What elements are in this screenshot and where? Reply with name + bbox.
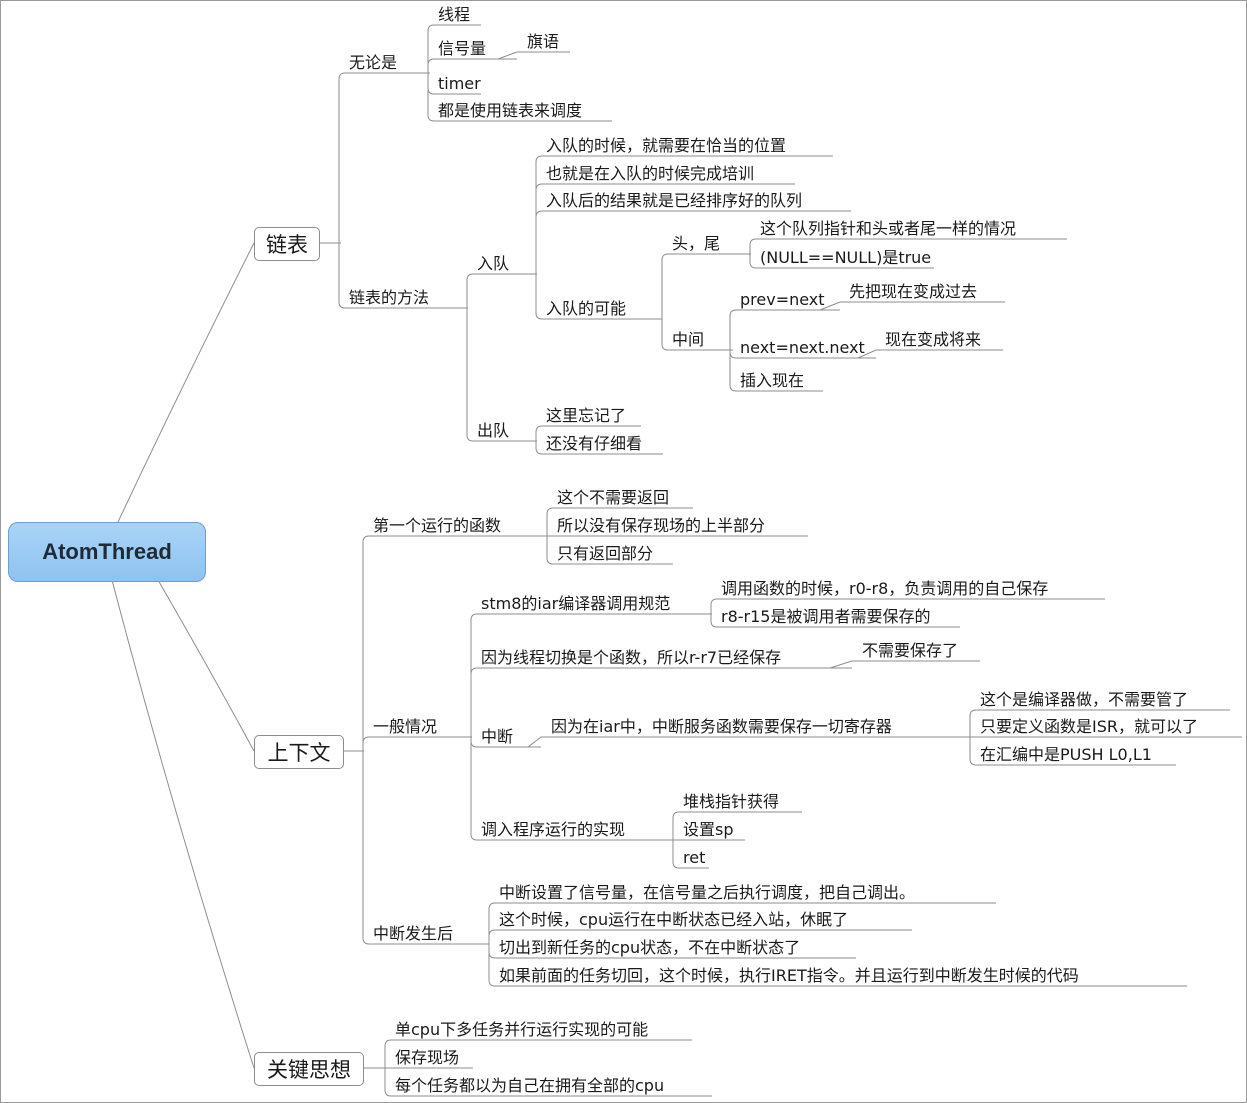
node-dequeue[interactable]: 出队 bbox=[477, 421, 510, 440]
node-dequeue-a[interactable]: 这里忘记了 bbox=[546, 406, 627, 425]
node-enqueue-c[interactable]: 入队后的结果就是已经排序好的队列 bbox=[546, 191, 803, 210]
node-middle[interactable]: 中间 bbox=[672, 330, 705, 349]
node-next-note[interactable]: 现在变成将来 bbox=[885, 330, 982, 349]
node-first-b[interactable]: 所以没有保存现场的上半部分 bbox=[557, 516, 766, 535]
node-load-c[interactable]: ret bbox=[683, 848, 706, 867]
node-load-program[interactable]: 调入程序运行的实现 bbox=[481, 820, 626, 839]
node-dequeue-b[interactable]: 还没有仔细看 bbox=[546, 434, 643, 453]
node-key-a[interactable]: 单cpu下多任务并行运行实现的可能 bbox=[395, 1020, 649, 1039]
node-after-b[interactable]: 这个时候，cpu运行在中断状态已经入站，休眠了 bbox=[499, 910, 849, 929]
node-general-case[interactable]: 一般情况 bbox=[373, 717, 438, 736]
node-timer[interactable]: timer bbox=[438, 74, 481, 93]
node-thread[interactable]: 线程 bbox=[438, 5, 471, 24]
node-list-methods[interactable]: 链表的方法 bbox=[349, 288, 430, 307]
node-enqueue-cases[interactable]: 入队的可能 bbox=[546, 299, 627, 318]
node-stm8-convention[interactable]: stm8的iar编译器调用规范 bbox=[481, 594, 671, 613]
node-key-c[interactable]: 每个任务都以为自己在拥有全部的cpu bbox=[395, 1076, 665, 1095]
node-enqueue[interactable]: 入队 bbox=[477, 254, 510, 273]
node-head-tail-a[interactable]: 这个队列指针和头或者尾一样的情况 bbox=[760, 219, 1017, 238]
node-load-b[interactable]: 设置sp bbox=[683, 820, 734, 839]
node-interrupt-b[interactable]: 只要定义函数是ISR，就可以了 bbox=[980, 717, 1198, 736]
node-after-interrupt[interactable]: 中断发生后 bbox=[373, 924, 454, 943]
node-after-d[interactable]: 如果前面的任务切回，这个时候，执行IRET指令。并且运行到中断发生时候的代码 bbox=[499, 966, 1079, 985]
node-first-a[interactable]: 这个不需要返回 bbox=[557, 488, 670, 507]
node-stm8-a[interactable]: 调用函数的时候，r0-r8，负责调用的自己保存 bbox=[721, 579, 1049, 598]
node-interrupt-c[interactable]: 在汇编中是PUSH L0,L1 bbox=[980, 745, 1152, 764]
node-prev-note[interactable]: 先把现在变成过去 bbox=[849, 282, 978, 301]
node-interrupt[interactable]: 中断 bbox=[481, 727, 514, 746]
node-flag[interactable]: 旗语 bbox=[527, 32, 560, 51]
node-linked-scheduling[interactable]: 都是使用链表来调度 bbox=[438, 101, 583, 120]
node-load-a[interactable]: 堆栈指针获得 bbox=[683, 792, 780, 811]
node-first-function[interactable]: 第一个运行的函数 bbox=[373, 516, 502, 535]
node-semaphore[interactable]: 信号量 bbox=[438, 39, 487, 58]
node-interrupt-main[interactable]: 因为在iar中，中断服务函数需要保存一切寄存器 bbox=[551, 717, 892, 736]
node-next-next[interactable]: next=next.next bbox=[740, 338, 865, 357]
node-enqueue-b[interactable]: 也就是在入队的时候完成培训 bbox=[546, 164, 755, 183]
node-regardless[interactable]: 无论是 bbox=[349, 53, 398, 72]
topic-context[interactable]: 上下文 bbox=[254, 735, 344, 769]
node-enqueue-a[interactable]: 入队的时候，就需要在恰当的位置 bbox=[546, 136, 787, 155]
node-after-c[interactable]: 切出到新任务的cpu状态，不在中断状态了 bbox=[499, 938, 801, 957]
node-first-c[interactable]: 只有返回部分 bbox=[557, 544, 654, 563]
node-insert-now[interactable]: 插入现在 bbox=[740, 371, 805, 390]
node-after-a[interactable]: 中断设置了信号量，在信号量之后执行调度，把自己调出。 bbox=[499, 883, 916, 902]
topic-key-idea[interactable]: 关键思想 bbox=[254, 1052, 364, 1086]
node-key-b[interactable]: 保存现场 bbox=[395, 1048, 460, 1067]
node-interrupt-a[interactable]: 这个是编译器做，不需要管了 bbox=[980, 690, 1189, 709]
node-prev-next[interactable]: prev=next bbox=[740, 290, 825, 309]
node-head-tail-b[interactable]: (NULL==NULL)是true bbox=[760, 248, 932, 267]
topic-linked-list[interactable]: 链表 bbox=[254, 227, 320, 261]
node-stm8-b[interactable]: r8-r15是被调用者需要保存的 bbox=[721, 607, 931, 626]
node-thread-switch-a[interactable]: 不需要保存了 bbox=[862, 641, 959, 660]
node-head-tail[interactable]: 头，尾 bbox=[672, 234, 721, 253]
root-node[interactable]: AtomThread bbox=[8, 522, 206, 582]
node-thread-switch[interactable]: 因为线程切换是个函数，所以r-r7已经保存 bbox=[481, 648, 782, 667]
